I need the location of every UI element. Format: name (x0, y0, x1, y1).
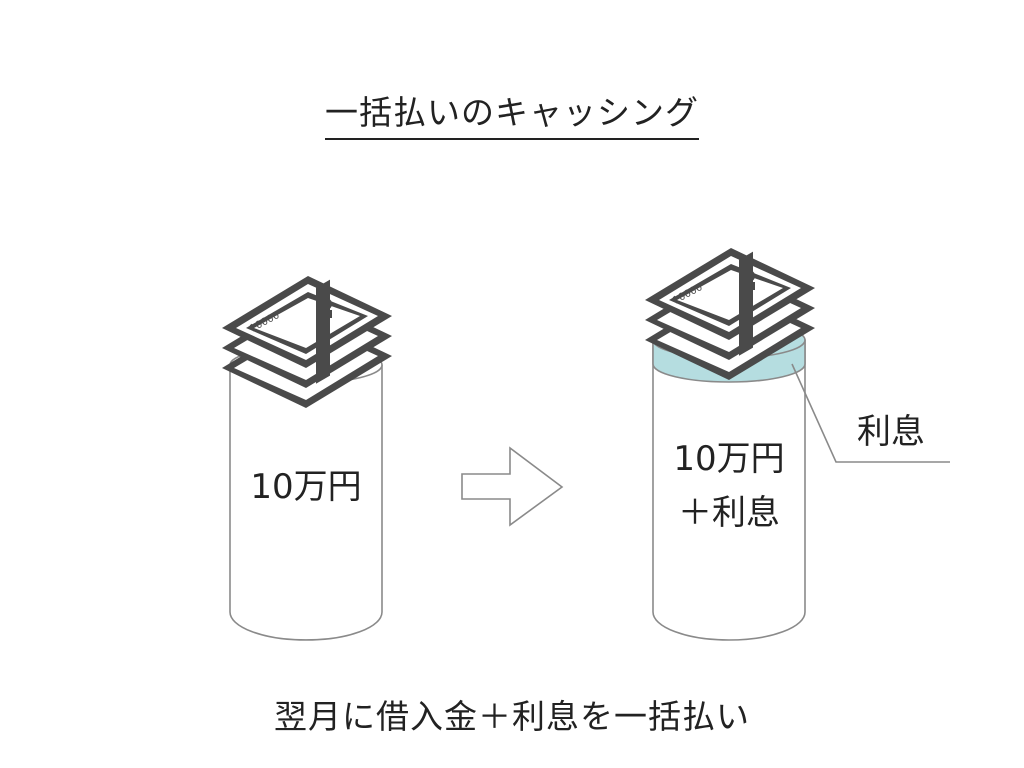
caption: 翌月に借入金＋利息を一括払い (274, 697, 750, 736)
right-jar-label: 10万円 ＋利息 (653, 432, 805, 540)
arrow-icon (461, 446, 564, 527)
title-text: 一括払いのキャッシング (325, 93, 699, 140)
left-cash-stack: 10000 (222, 276, 392, 408)
interest-callout-line (791, 363, 950, 463)
interest-callout-label: 利息 (857, 412, 925, 452)
right-jar-label-line1: 10万円 (673, 439, 785, 479)
right-cash-stack: 10000 (645, 248, 815, 380)
diagram-title: 一括払いのキャッシング (0, 86, 1024, 140)
right-jar-label-line2: ＋利息 (678, 493, 780, 533)
left-jar-label: 10万円 (250, 467, 362, 507)
